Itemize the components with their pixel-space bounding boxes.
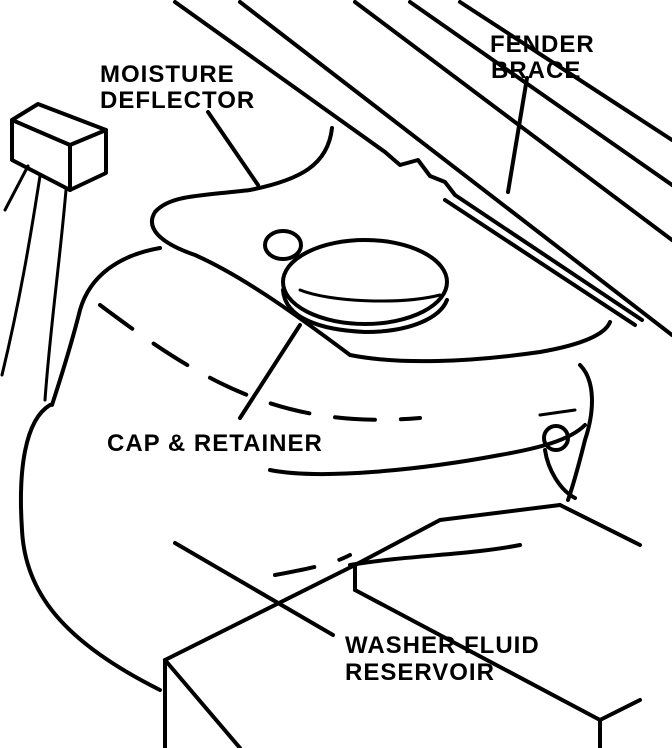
leader-lines xyxy=(173,76,529,637)
label-moisture: MOISTURE xyxy=(100,61,235,88)
label-deflector: DEFLECTOR xyxy=(100,87,255,114)
label-reservoir: RESERVOIR xyxy=(345,659,495,686)
leader-moisture-deflector xyxy=(206,110,260,187)
leader-cap-retainer xyxy=(238,323,302,420)
label-cap-retainer: CAP & RETAINER xyxy=(107,430,323,457)
reservoir-cap xyxy=(263,229,449,334)
moisture-deflector xyxy=(149,126,612,364)
fender-brace xyxy=(173,0,672,337)
label-washer-fluid: WASHER FLUID xyxy=(345,632,540,659)
electrical-box xyxy=(0,102,108,402)
leader-fender-brace xyxy=(506,76,529,194)
label-fender: FENDER xyxy=(490,31,595,58)
label-brace: BRACE xyxy=(491,57,581,84)
reservoir-body xyxy=(18,246,594,692)
leader-reservoir xyxy=(173,541,335,637)
mounting-bracket xyxy=(163,503,642,748)
